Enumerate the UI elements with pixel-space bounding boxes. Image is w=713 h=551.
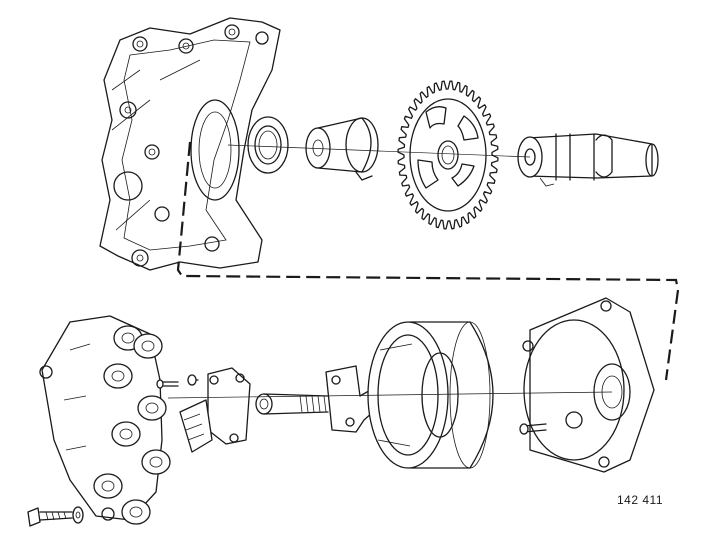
- lower-assembly-axis: [167, 391, 613, 399]
- socket-head-bolt: [255, 393, 329, 415]
- oil-seal: [247, 116, 289, 174]
- lead-tower: [141, 449, 171, 475]
- lead-tower: [103, 363, 133, 389]
- timing-sprocket: [397, 80, 499, 230]
- camshaft-spacer: [305, 117, 379, 181]
- lead-tower: [121, 499, 151, 525]
- lead-tower: [133, 333, 163, 359]
- engine-front-cover: [99, 17, 281, 271]
- small-screw: [187, 374, 199, 386]
- camshaft: [517, 133, 659, 187]
- figure-reference-number: 142 411: [617, 493, 663, 507]
- washer: [72, 506, 84, 524]
- assembly-link-line: [176, 141, 680, 381]
- cap-screw: [27, 507, 73, 527]
- distributor-cap: [39, 315, 171, 525]
- small-screw: [156, 379, 179, 389]
- distributor-rotor: [179, 367, 251, 453]
- lead-tower: [111, 421, 141, 447]
- lead-tower: [93, 473, 123, 499]
- housing-cover: [519, 297, 655, 473]
- lead-tower: [137, 395, 167, 421]
- upper-assembly-axis: [227, 144, 531, 158]
